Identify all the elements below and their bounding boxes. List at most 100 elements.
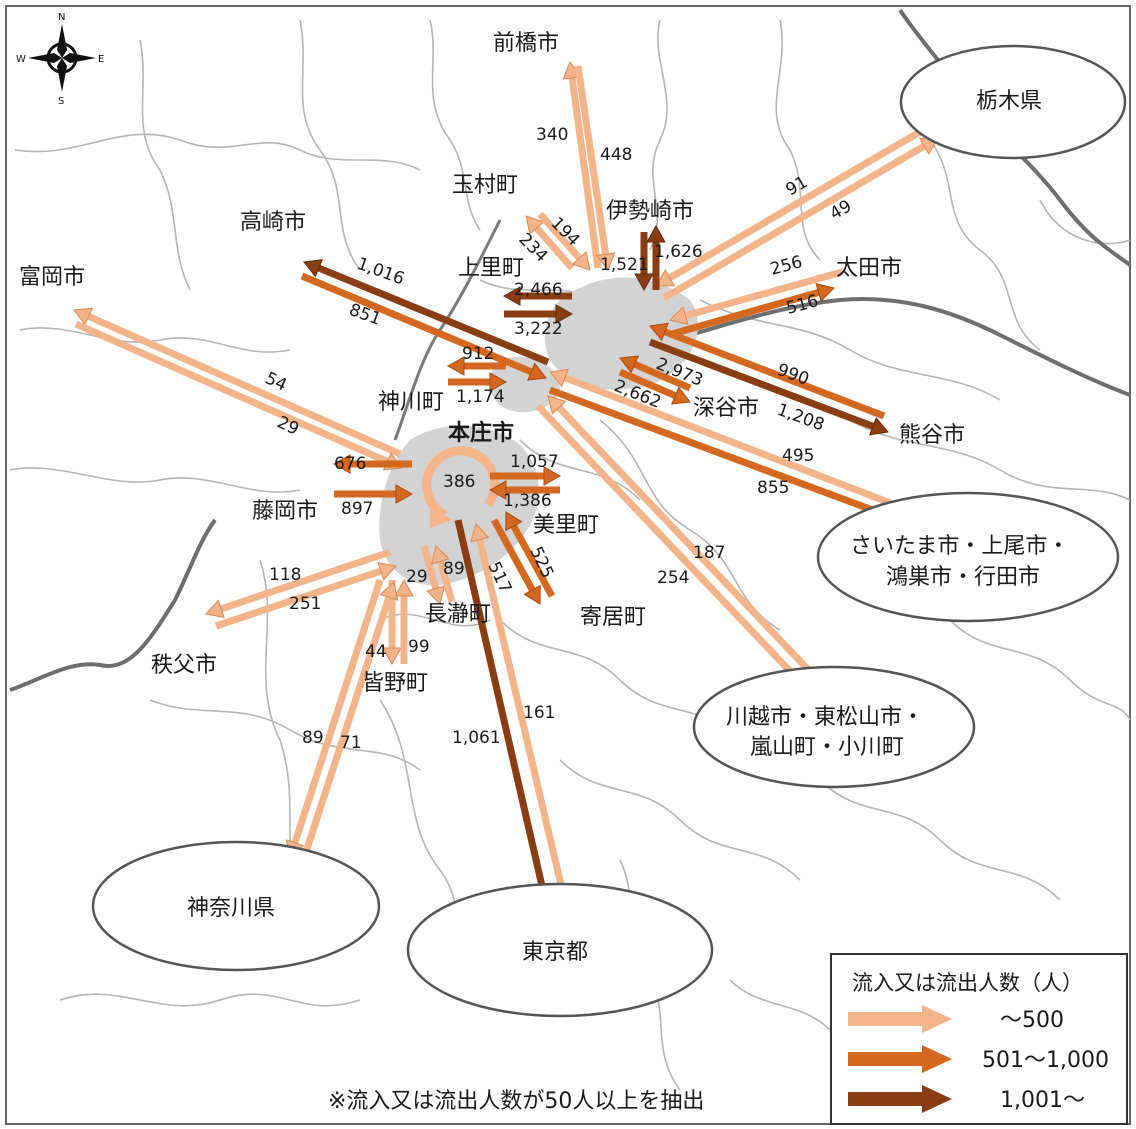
arrow-to-chichibu-head: [205, 599, 225, 619]
arrow-from-saitama-shaft: [563, 374, 900, 510]
arrow-from-nagatoro-head: [431, 545, 451, 565]
arrow-from-kawagoe: [547, 395, 821, 683]
arrow-to-takasaki-head: [303, 259, 324, 278]
arrow-from-ota-head: [669, 306, 689, 326]
region-ellipse-tochigi: [899, 44, 1127, 160]
arrow-to-kumagaya: [648, 338, 889, 436]
region-ellipse-saitama: [816, 491, 1120, 623]
arrow-to-kamikawa: [446, 356, 506, 376]
arrow-to-ota-shaft: [671, 289, 820, 338]
value-kanagawa-b: 71: [340, 733, 362, 753]
label-fukaya: 深谷市: [693, 396, 759, 421]
label-fujioka: 藤岡市: [252, 499, 318, 524]
arrow-to-kamisato-head: [502, 286, 521, 306]
value-tokyo-out: 1,061: [452, 728, 501, 748]
arrow-from-tamamura-shaft: [537, 211, 582, 261]
arrow-from-fukaya-return-head: [619, 355, 640, 374]
value-chichibu-out: 251: [289, 594, 321, 614]
arrow-from-kamikawa: [448, 372, 508, 392]
arrow-to-tamamura-shaft: [533, 225, 575, 271]
arrow-from-saitama-head: [549, 368, 569, 388]
arrow-from-takasaki-head: [526, 362, 547, 381]
value-saitama-in: 495: [782, 446, 814, 466]
legend-item-low: ～500: [848, 1005, 1064, 1033]
legend-swatch-head-low: [922, 1005, 952, 1033]
arrow-from-kawagoe-shaft: [556, 405, 821, 683]
label-saitama-2: 鴻巣市・行田市: [886, 565, 1040, 590]
arrow-from-isesaki: [634, 232, 654, 292]
value-chichibu-in: 118: [269, 565, 301, 585]
prefecture-boundary-west: [9, 518, 217, 692]
arrow-from-fukaya: [618, 368, 691, 405]
label-kamikawa: 神川町: [378, 390, 444, 415]
label-kawagoe-2: 嵐山町・小川町: [750, 735, 904, 760]
arrow-to-tomioka: [73, 307, 402, 458]
arrow-from-yorii-head: [505, 511, 523, 532]
arrow-from-kanagawa-shaft: [300, 596, 393, 860]
compass-w: W: [16, 54, 26, 65]
arrow-from-misato-head: [488, 480, 507, 500]
value-kanagawa-a: 89: [302, 728, 324, 748]
arrow-from-kamikawa-head: [489, 372, 508, 392]
arrow-to-yorii: [490, 518, 541, 605]
legend-swatch-mid: [848, 1052, 924, 1066]
arrow-to-tomioka-shaft: [87, 313, 402, 458]
arrow-from-kamisato: [504, 304, 574, 324]
arrow-from-tokyo: [470, 523, 570, 907]
arrow-to-fujioka: [332, 454, 412, 474]
arrow-to-ota-head: [815, 283, 835, 302]
arrow-from-kumagaya: [649, 322, 886, 420]
arrow-from-yorii-shaft: [510, 524, 556, 598]
arrow-to-kamikawa-head: [446, 356, 465, 376]
value-nagatoro-a: 29: [406, 567, 428, 587]
arrow-to-chichibu-shaft: [220, 548, 392, 613]
arrow-from-fukaya-return: [619, 355, 692, 392]
arrow-from-minano: [394, 578, 414, 664]
legend-title: 流入又は流出人数（人）: [852, 971, 1083, 995]
arrow-to-tokyo-shaft: [454, 519, 548, 898]
compass-s: S: [58, 96, 64, 107]
arrow-to-ota: [671, 283, 835, 338]
legend-item-mid: 501～1,000: [848, 1045, 1109, 1073]
arrow-to-yorii-shaft: [490, 518, 536, 592]
arrow-to-tochigi-shaft: [662, 143, 926, 302]
label-kanagawa: 神奈川県: [187, 896, 275, 921]
label-isesaki: 伊勢崎市: [606, 199, 694, 224]
value-kamikawa-out: 912: [462, 344, 494, 364]
arrow-from-saitama: [549, 368, 900, 510]
legend-item-high: 1,001～: [848, 1085, 1085, 1113]
compass-n: N: [58, 12, 65, 23]
prefecture-boundary-east: [689, 297, 1131, 397]
arrow-from-misato: [488, 480, 560, 500]
value-saitama-out: 855: [757, 478, 789, 498]
region-ellipse-tokyo: [406, 882, 714, 1018]
compass-rose: N S W E: [16, 12, 104, 107]
arrow-from-tamamura-head: [571, 251, 591, 271]
arrow-to-maebashi-shaft: [574, 65, 610, 255]
legend-label-mid: 501～1,000: [982, 1048, 1109, 1073]
arrow-from-kawagoe-head: [547, 395, 567, 415]
arrow-from-fukaya-return-shaft: [633, 361, 692, 392]
legend-swatch-high: [848, 1092, 924, 1106]
value-kawagoe-out: 187: [693, 543, 725, 563]
honjo-internal-loop: [422, 446, 500, 519]
value-nagatoro-b: 89: [443, 559, 465, 579]
arrow-from-tomioka-shaft: [74, 320, 389, 465]
value-minano-b: 99: [408, 637, 430, 657]
value-kamikawa-in: 1,174: [456, 387, 505, 407]
arrow-to-nagatoro-head: [426, 585, 446, 605]
label-maebashi: 前橋市: [493, 31, 559, 56]
label-kamisato: 上里町: [458, 256, 524, 281]
value-honjo-internal: 386: [443, 472, 475, 492]
arrow-to-nagatoro: [420, 545, 446, 605]
arrow-to-kawagoe-shaft: [535, 403, 800, 681]
arrow-from-kumagaya-shaft: [663, 328, 886, 420]
label-kumagaya: 熊谷市: [899, 423, 965, 448]
arrow-to-kumagaya-shaft: [648, 338, 875, 430]
arrow-from-fukaya-shaft: [618, 368, 677, 399]
arrow-from-tochigi-shaft: [668, 122, 932, 281]
value-fujioka-in: 897: [341, 499, 373, 519]
arrow-to-tomioka-head: [73, 307, 94, 326]
arrow-to-saitama-shaft: [548, 386, 881, 516]
